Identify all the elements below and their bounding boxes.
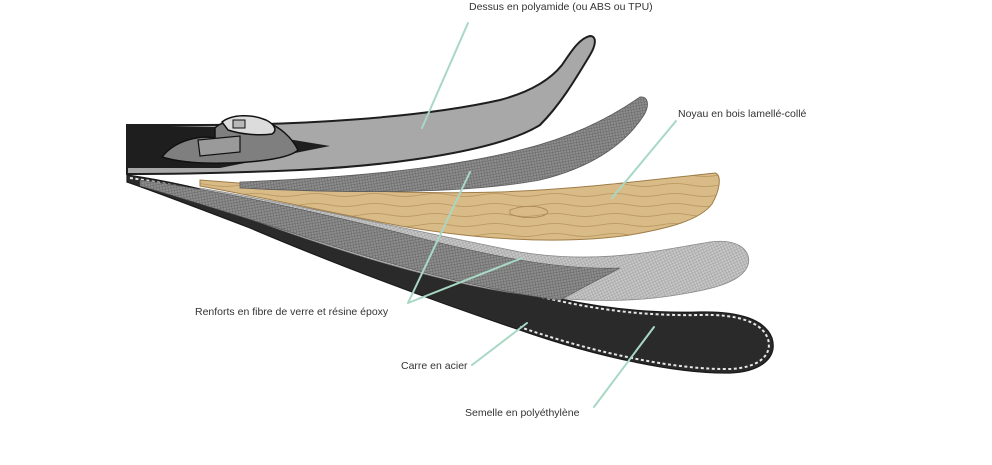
leader-fiberglass-a (407, 171, 471, 304)
label-core: Noyau en bois lamellé-collé (678, 108, 807, 120)
label-base: Semelle en polyéthylène (465, 407, 580, 419)
label-top-sheet: Dessus en polyamide (ou ABS ou TPU) (469, 1, 653, 13)
binding-icon (160, 115, 299, 164)
wood-knot (509, 206, 549, 218)
label-fiberglass: Renforts en fibre de verre et résine épo… (195, 306, 389, 318)
leader-core (611, 120, 677, 199)
fiberglass-upper-layer (239, 96, 648, 193)
leader-fiberglass-b (407, 257, 523, 304)
fiberglass-band (139, 179, 621, 301)
label-steel-edge: Carre en acier (401, 360, 468, 372)
steel-edge (129, 177, 770, 371)
leader-base (593, 326, 655, 408)
leader-top (421, 22, 469, 129)
leader-edge (471, 322, 528, 366)
